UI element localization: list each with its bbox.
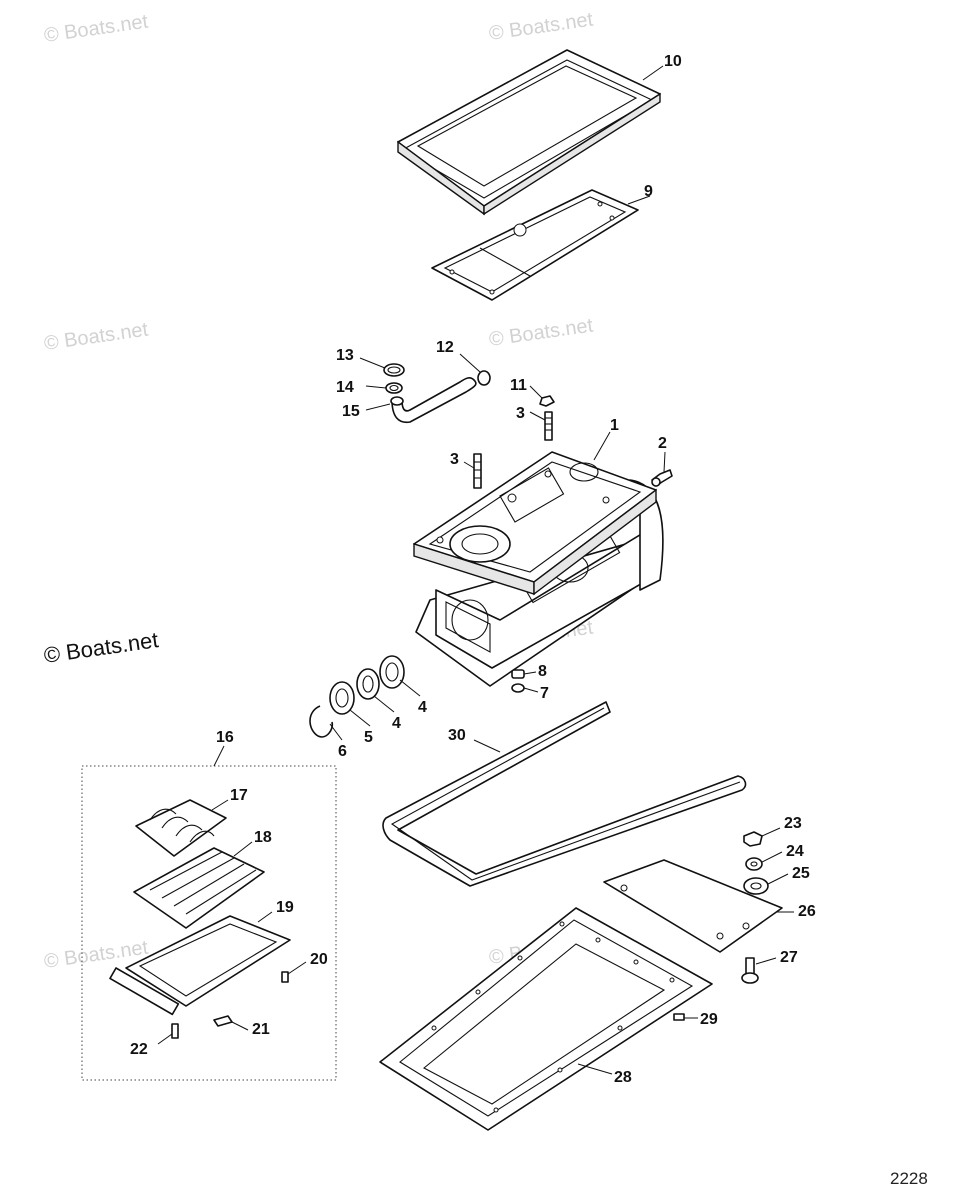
watermark: © Boats.net [43,319,150,355]
callout-labels: 10 9 13 14 15 12 11 3 3 1 2 8 7 4 4 5 6 … [130,53,816,1086]
callout-13: 13 [336,347,354,364]
part-1-housing [413,451,664,687]
callout-14: 14 [336,379,354,396]
callout-30: 30 [448,727,466,744]
figure-number: 2228 [890,1169,928,1188]
callout-25: 25 [792,865,810,882]
callout-1: 1 [610,417,619,434]
watermark: © Boats.net [43,11,150,47]
part-3-stud [544,411,553,441]
part-10-cover-frame [397,49,661,216]
callout-21: 21 [252,1021,270,1038]
part-6-retaining-ring [309,705,334,738]
callout-23: 23 [784,815,802,832]
part-21-screw [213,1015,233,1027]
part-23-nut [743,831,763,847]
watermark: © Boats.net [488,315,595,351]
part-29-pin [673,1013,685,1021]
callout-3: 3 [450,451,459,468]
part-25-washer [743,877,769,895]
part-27-bolt [741,957,759,984]
part-4-bearing [356,668,380,700]
callout-2: 2 [658,435,667,452]
callout-11: 11 [510,377,527,394]
part-2-screw [651,469,673,487]
part-13-o-ring [383,363,405,377]
callout-15: 15 [342,403,360,420]
part-16-kit-group [81,765,337,1081]
callout-28: 28 [614,1069,632,1086]
callout-9: 9 [644,183,653,200]
callout-3: 3 [516,405,525,422]
callout-5: 5 [364,729,373,746]
callout-29: 29 [700,1011,718,1028]
part-28-base-plate [379,907,713,1131]
part-14-o-ring [385,382,403,394]
callout-8: 8 [538,663,547,680]
part-30-seal-strip [382,701,747,887]
part-24-washer [745,857,763,871]
callout-7: 7 [540,685,549,702]
part-22-pin [171,1023,179,1039]
part-9-gasket [431,189,639,301]
part-17-grate [135,799,227,857]
callout-16: 16 [216,729,234,746]
callout-19: 19 [276,899,294,916]
callout-22: 22 [130,1041,148,1058]
leader-lines [157,65,794,1075]
part-19-frame [109,915,291,1016]
watermark-prominent: © Boats.net [42,627,160,668]
callout-6: 6 [338,743,347,760]
watermark: © Boats.net [488,9,595,45]
callout-12: 12 [436,339,454,356]
callout-18: 18 [254,829,272,846]
part-11-nut [539,395,555,407]
part-5-bearing [329,681,355,715]
part-12-o-ring [477,370,491,386]
part-18-grate [133,847,265,929]
callout-20: 20 [310,951,328,968]
part-7-washer [511,683,525,693]
part-20-pin [281,971,289,983]
callout-27: 27 [780,949,798,966]
callout-4: 4 [418,699,427,716]
callout-24: 24 [786,843,804,860]
part-26-plate [603,859,783,953]
part-15-water-tube [390,377,477,424]
callout-4: 4 [392,715,401,732]
part-3-stud [473,453,482,489]
callout-26: 26 [798,903,816,920]
part-8-plug [511,669,525,679]
part-4-bearing [379,655,405,689]
callout-17: 17 [230,787,248,804]
callout-10: 10 [664,53,682,70]
